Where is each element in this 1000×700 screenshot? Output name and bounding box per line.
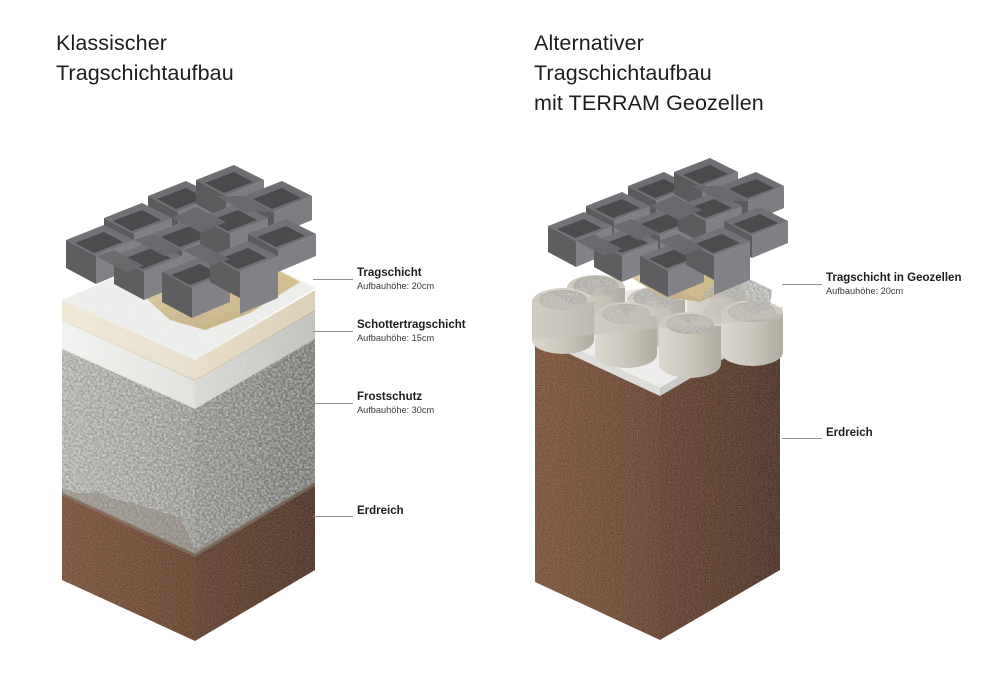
left-top-surface: [62, 246, 315, 360]
callout-erdreich-right: Erdreich: [826, 427, 873, 441]
callout-subtitle: Aufbauhöhe: 15cm: [357, 332, 435, 343]
left-diagram-title: Klassischer Tragschichtaufbau: [56, 31, 234, 85]
callout-title: Tragschicht in Geozellen: [826, 272, 962, 284]
leader-line-erdreich-left: [313, 516, 353, 517]
left-layer-frostschutz: [62, 338, 315, 557]
left-layer-schottertragschicht: [62, 310, 315, 409]
left-layer-tragschicht-faces: [62, 290, 315, 381]
right-layer-geotextile: [535, 278, 780, 396]
callout-subtitle: Aufbauhöhe: 20cm: [357, 280, 435, 291]
callout-erdreich-left: Erdreich: [357, 505, 404, 519]
left-grid-pavers: [66, 165, 316, 318]
callout-title: Erdreich: [357, 505, 404, 517]
callout-schottertragschicht: Schottertragschicht Aufbauhöhe: 15cm: [357, 319, 466, 344]
left-block-body: [62, 165, 316, 641]
leader-line-frostschutz: [313, 403, 353, 404]
right-geocells: [532, 275, 783, 378]
right-layer-tragschicht-sand: [612, 246, 772, 306]
callout-title: Tragschicht: [357, 267, 422, 279]
right-grid-pavers: [548, 158, 788, 297]
right-layer-erdreich: [535, 318, 780, 640]
leader-line-erdreich-right: [782, 438, 822, 439]
callout-title: Schottertragschicht: [357, 319, 466, 331]
callout-title: Erdreich: [826, 427, 873, 439]
right-diagram-title: Alternativer Tragschichtaufbau mit TERRA…: [534, 31, 764, 115]
callout-frostschutz: Frostschutz Aufbauhöhe: 30cm: [357, 391, 434, 416]
callout-title: Frostschutz: [357, 391, 423, 403]
leader-line-tragschicht-geozellen: [782, 284, 822, 285]
leader-line-schottertragschicht: [313, 331, 353, 332]
callout-subtitle: Aufbauhöhe: 20cm: [826, 285, 904, 296]
leader-line-tragschicht: [313, 279, 353, 280]
callout-tragschicht: Tragschicht Aufbauhöhe: 20cm: [357, 267, 434, 292]
callout-subtitle: Aufbauhöhe: 30cm: [357, 404, 435, 415]
left-layer-erdreich: [62, 482, 315, 641]
callout-tragschicht-geozellen: Tragschicht in Geozellen Aufbauhöhe: 20c…: [826, 272, 961, 297]
